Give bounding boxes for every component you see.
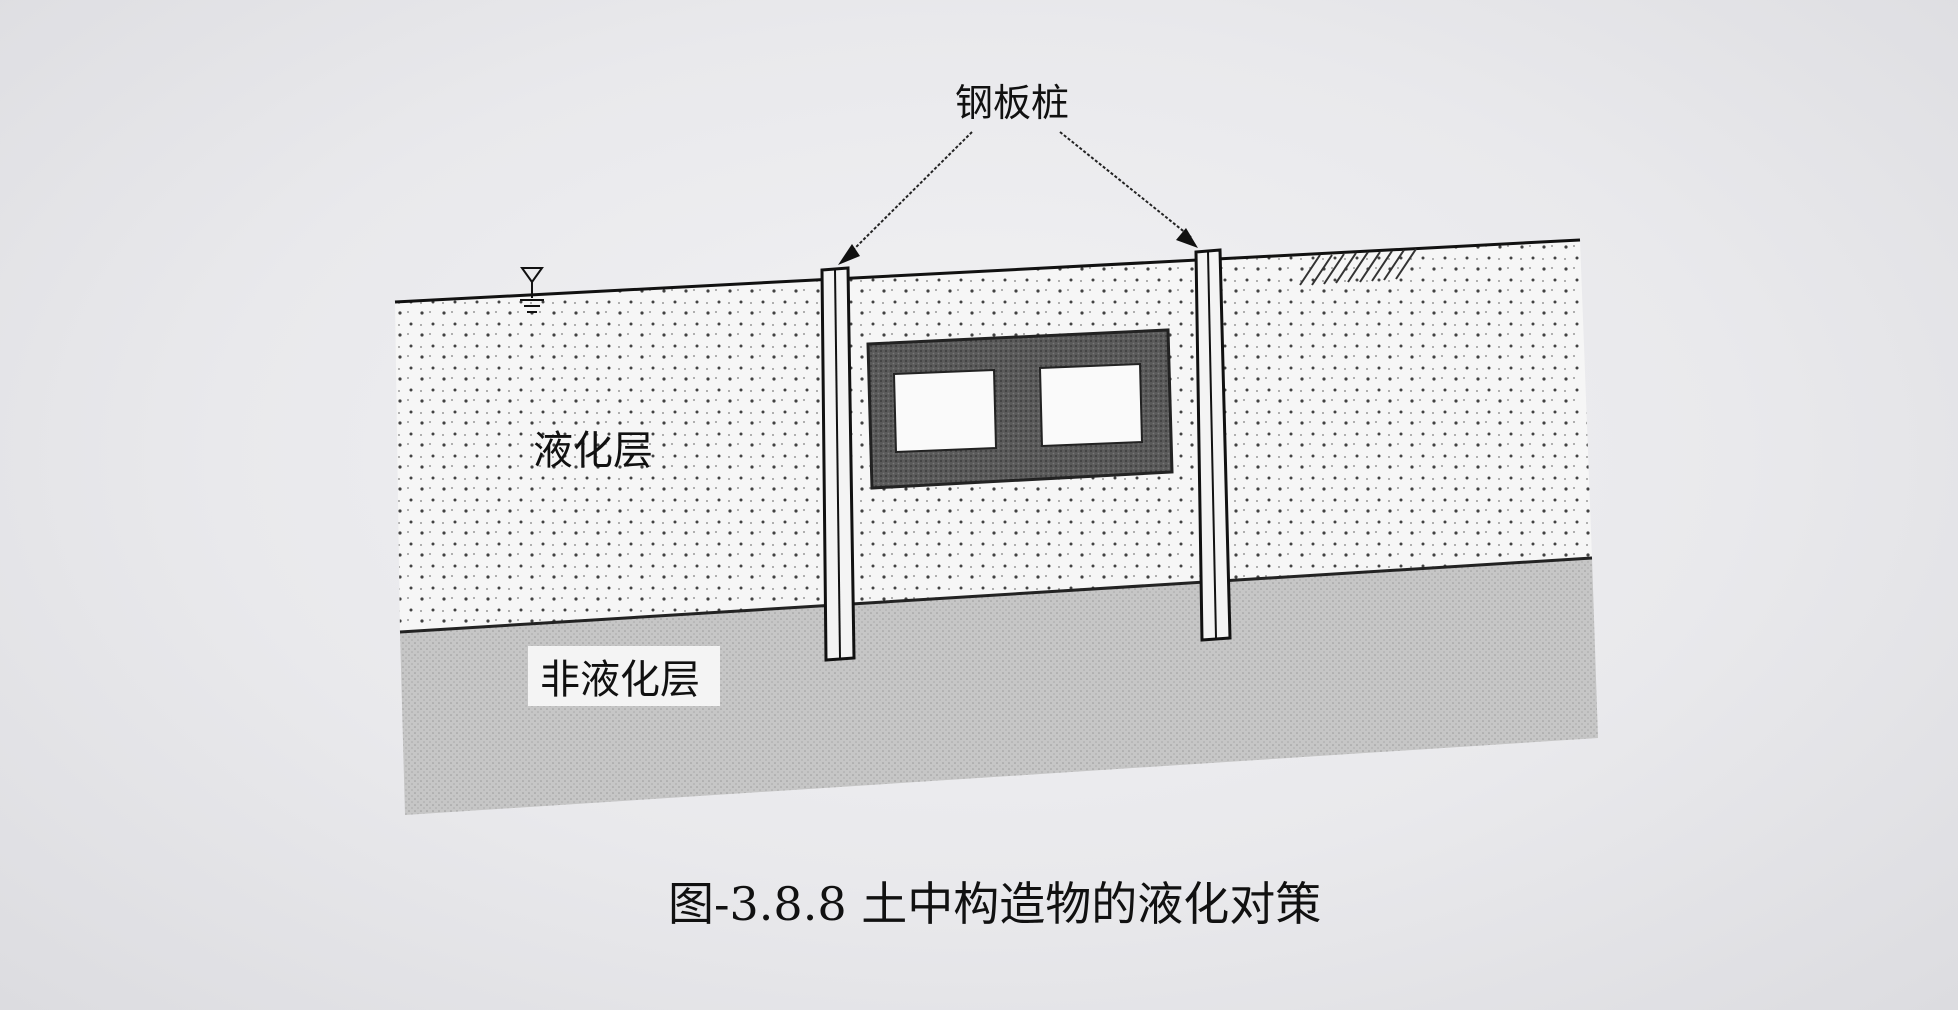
non-liquefied-label-background (528, 646, 720, 706)
figure-caption: 图-3.8.8 土中构造物的液化对策 (668, 877, 1321, 931)
non-liquefied-layer-label: 非液化层 (540, 657, 700, 703)
non-liquefied-soil-layer (400, 558, 1598, 815)
sheet-pile-label: 钢板桩 (955, 81, 1069, 125)
arrowhead-left (838, 244, 860, 265)
ground-surface-line (394, 238, 1581, 304)
liquefied-layer-label: 液化层 (533, 428, 653, 474)
leader-lines (844, 131, 1193, 259)
ground-hatch-icon (1299, 248, 1417, 286)
sheet-pile-left (820, 266, 856, 662)
sheet-pile-right (1194, 248, 1232, 642)
arrowhead-right (1176, 228, 1198, 248)
underground-structure (866, 328, 1174, 490)
structure-cell-left (892, 368, 998, 454)
layer-boundary-line (399, 556, 1593, 634)
water-table-icon (520, 267, 544, 313)
structure-cell-right (1038, 362, 1144, 448)
